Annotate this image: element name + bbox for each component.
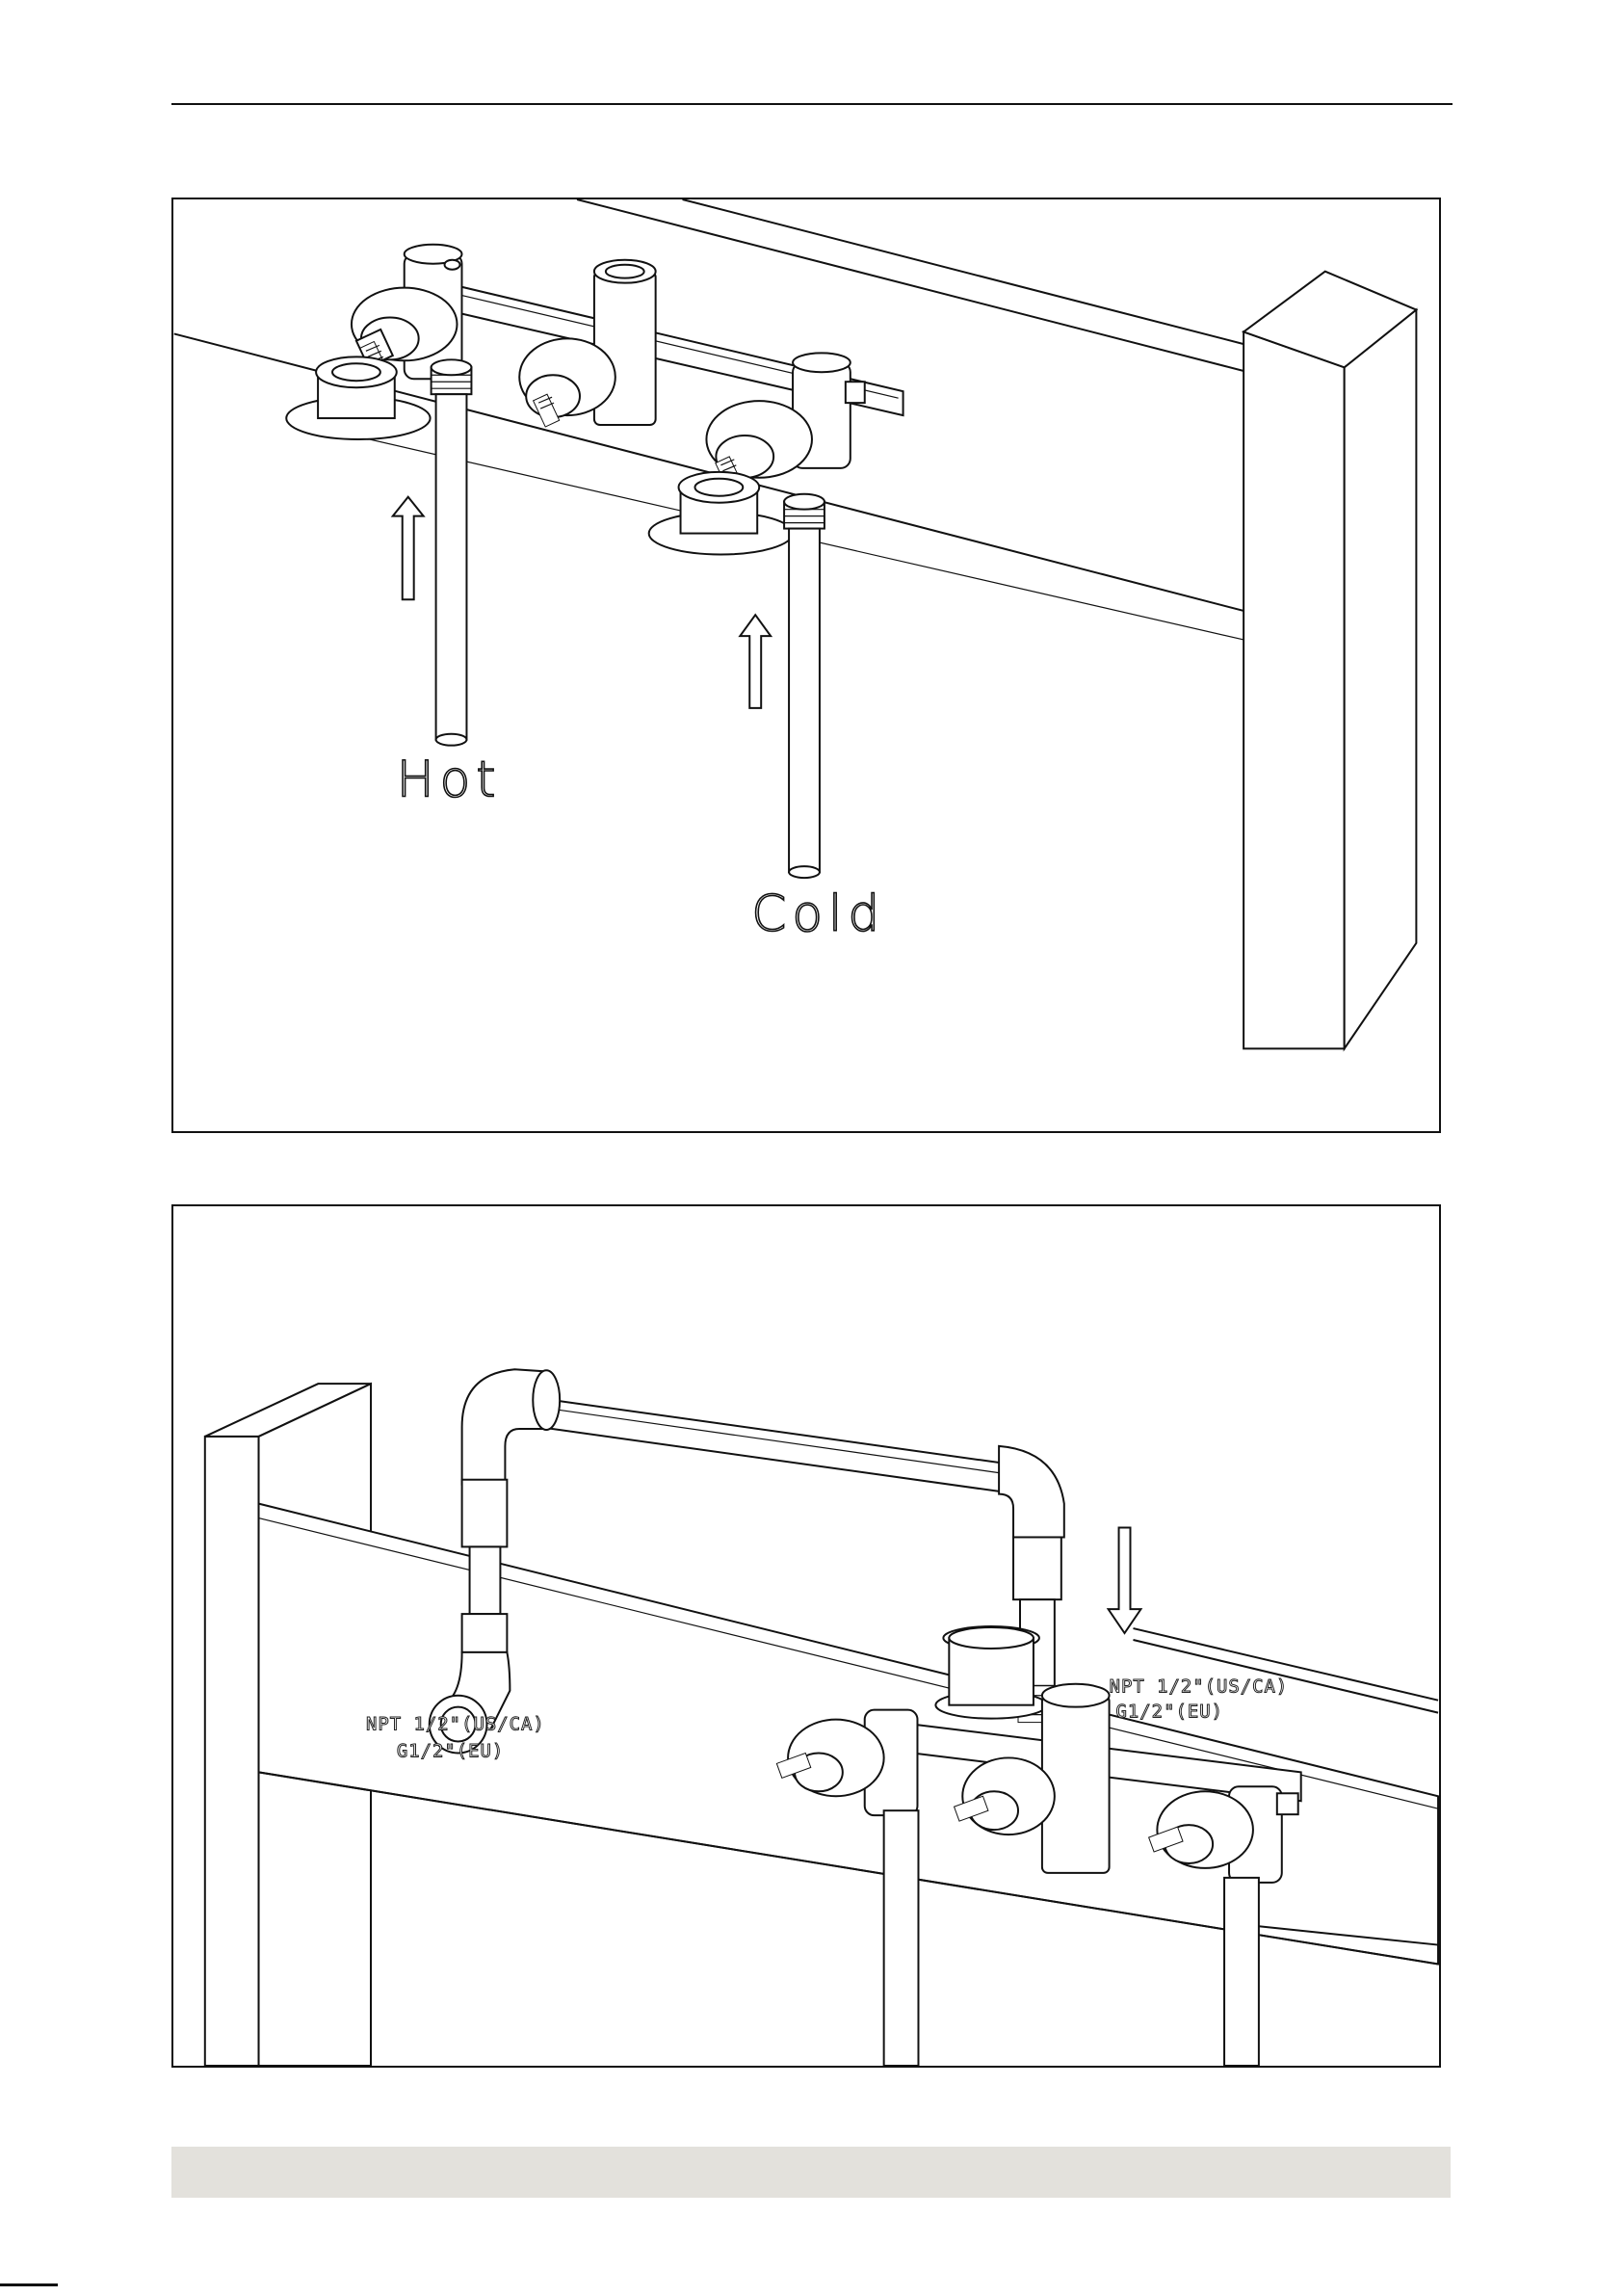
connection-spec-left-line1: NPT 1/2"(US/CA)	[366, 1714, 545, 1735]
center-mixer-tee	[519, 260, 655, 427]
wall-top-line-2	[683, 199, 1249, 345]
page-edge-mark	[0, 2283, 58, 2286]
flow-arrow-down	[1109, 1528, 1141, 1634]
installation-diagram-bottom: NPT 1/2"(US/CA) G1/2"(EU) NPT 1/2"(US/CA…	[171, 1204, 1441, 2068]
diagram-hot-cold-supply: Hot Cold	[173, 199, 1439, 1131]
footer-band	[171, 2147, 1451, 2198]
installation-diagram-top: Hot Cold	[171, 198, 1441, 1133]
cold-supply-pipe	[784, 494, 825, 878]
spout-flange-plate	[935, 1626, 1046, 1719]
cold-label: Cold	[751, 885, 885, 943]
hot-label: Hot	[397, 751, 502, 808]
right-flange-plate	[649, 472, 793, 555]
connection-spec-right-line1: NPT 1/2"(US/CA)	[1110, 1676, 1289, 1698]
hot-flow-arrow-up	[393, 497, 424, 600]
diagram-spout-connection: NPT 1/2"(US/CA) G1/2"(EU) NPT 1/2"(US/CA…	[173, 1206, 1439, 2066]
side-board	[1243, 272, 1416, 1049]
connection-spec-left-line2: G1/2"(EU)	[397, 1740, 504, 1761]
hot-supply-pipe	[432, 359, 472, 745]
cold-flow-arrow-up	[740, 615, 771, 708]
connection-spec-right-line2: G1/2"(EU)	[1116, 1702, 1223, 1723]
header-rule	[171, 103, 1453, 105]
